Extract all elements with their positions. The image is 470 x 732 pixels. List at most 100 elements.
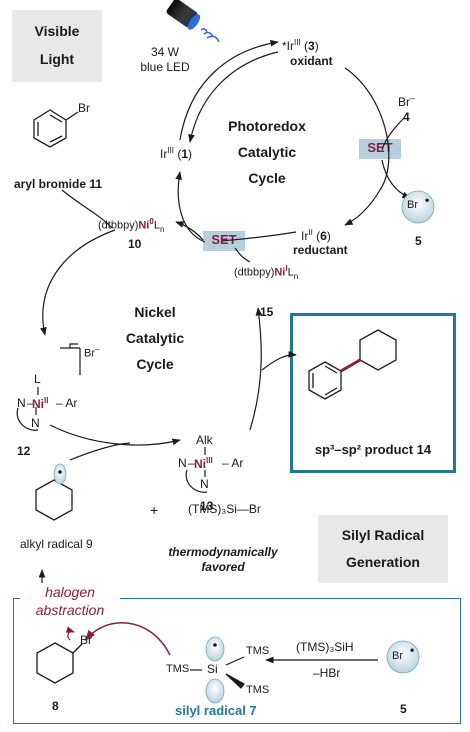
tms-si-br: (TMS)₃Si—Br — [188, 502, 261, 516]
aryl-in-arrow — [61, 189, 113, 229]
silyl-generation-label-2: Generation — [346, 554, 420, 570]
ni12-br: Br– — [84, 345, 100, 360]
ni13-ar: – Ar — [222, 456, 244, 470]
product-label: sp³–sp² product 14 — [314, 442, 432, 457]
br-radical-bottom-dot: • — [410, 643, 415, 657]
ni12-N-bottom: N — [31, 416, 40, 430]
ir1-label: IrIII (1) — [160, 146, 193, 161]
photoredox-1: Photoredox — [228, 118, 306, 134]
relaxation-arrow — [188, 51, 279, 143]
br-radical-bottom-num: 5 — [400, 702, 407, 716]
blue-led-icon — [166, 0, 220, 43]
ni0-num: 10 — [128, 237, 142, 251]
silyl-tms-right: TMS — [246, 684, 270, 696]
visible-light-label-1: Visible — [34, 23, 80, 39]
ni13-structure — [185, 447, 208, 493]
visible-light-label-2: Light — [39, 51, 75, 67]
nickel-2: Catalytic — [125, 330, 185, 346]
silyl-tms-top: TMS — [246, 645, 270, 657]
aryl-br: Br — [78, 101, 90, 115]
silyl-si: Si — [207, 662, 218, 676]
aryl-bromide-label: aryl bromide 11 — [14, 177, 103, 191]
ni-cycle-arc-right — [249, 307, 263, 431]
set-label-bottom: SET — [211, 232, 237, 247]
ni12-structure — [16, 343, 81, 431]
cycle-arc-bottom — [221, 231, 297, 242]
silyl-generation-box — [318, 515, 448, 583]
set-box-top — [359, 139, 401, 159]
bromine-radical-orb-bottom — [386, 640, 420, 674]
photoredox-2: Catalytic — [237, 144, 297, 160]
silyl-radical-structure — [190, 636, 245, 704]
halogen-label-bg — [20, 583, 120, 621]
ni13-metal: NiIII — [194, 456, 213, 471]
ni0-out-arrow — [175, 221, 204, 241]
br-radical-bottom: Br — [392, 650, 403, 662]
thermo-1: thermodynamically — [168, 545, 278, 559]
ni-cycle-arc-left — [40, 229, 116, 336]
silyl-panel — [13, 598, 461, 724]
cyclohexyl-bromide-structure — [36, 642, 83, 684]
ni1-in-arrow — [234, 247, 251, 263]
set-label-top: SET — [367, 140, 393, 155]
ni0-label: (dtbbpy)Ni0Ln — [98, 217, 165, 234]
reductant-label: reductant — [293, 243, 348, 257]
bromide-anion: Br– — [398, 93, 416, 109]
br8-num: 8 — [52, 699, 59, 713]
cycle-arc-right — [344, 67, 390, 226]
product-box — [290, 313, 456, 473]
br-electron-arrow — [65, 626, 75, 641]
led-color: blue LED — [140, 60, 190, 74]
ir3-label: *IrIII (3) — [282, 38, 319, 53]
ni13-dash-left: – — [188, 456, 195, 470]
tms3sih-label: (TMS)₃SiH — [296, 640, 354, 654]
thermo-2: favored — [201, 560, 245, 574]
ni12-metal: NiII — [32, 396, 49, 411]
br-radical-top: Br — [407, 199, 418, 211]
ni12-ar: – Ar — [56, 396, 78, 410]
br8-br: Br — [80, 633, 92, 647]
halogen-2: abstraction — [35, 602, 105, 618]
silyl-tms-left: TMS — [166, 663, 190, 675]
oxidant-label: oxidant — [290, 54, 333, 68]
nickel-1: Nickel — [134, 304, 176, 320]
alkyl-radical-dot — [58, 470, 62, 474]
ni-cycle-arc-bottom — [49, 424, 181, 446]
product-structure — [308, 329, 397, 400]
bromine-radical-orb — [401, 190, 435, 224]
ni12-N-left: N — [17, 396, 26, 410]
br-radical-top-num: 5 — [415, 234, 422, 248]
silyl-radical-dot — [213, 643, 217, 647]
bromide-in-arrow — [381, 117, 405, 151]
ni12-dash-left: – — [27, 396, 34, 410]
hbr-label: –HBr — [313, 666, 341, 680]
plus-sign: + — [150, 502, 159, 518]
halogen-abstraction-arrow — [85, 622, 171, 656]
alkyl-radical-structure — [35, 463, 73, 521]
ni13-N-left: N — [178, 456, 187, 470]
ni1-label: (dtbbpy)NiILn — [234, 264, 299, 281]
ni12-L: L — [34, 372, 41, 386]
nickel-3: Cycle — [136, 356, 174, 372]
ni1-num: 15 — [260, 305, 274, 319]
photoredox-3: Cycle — [248, 170, 286, 186]
bromide-anion-num: 4 — [403, 110, 410, 124]
alkyl-in-arrow — [69, 442, 131, 461]
visible-light-box — [12, 10, 102, 82]
ir6-label: IrII (6) — [301, 228, 331, 243]
ni13-N-bottom: N — [200, 477, 209, 491]
cycle-arc-left — [175, 171, 206, 243]
ni12-num: 12 — [17, 444, 31, 458]
ni13-alk: Alk — [196, 433, 213, 447]
halogen-1: halogen — [45, 584, 95, 600]
silyl-generation-label-1: Silyl Radical — [341, 527, 425, 543]
alkyl-radical-label: alkyl radical 9 — [20, 537, 93, 551]
bromine-out-arrow — [381, 159, 411, 199]
silyl-radical-label: silyl radical 7 — [175, 703, 257, 718]
excitation-arrow — [179, 39, 279, 141]
ni13-num: 13 — [200, 499, 214, 513]
led-power: 34 W — [150, 45, 179, 59]
product-out-arrow — [261, 350, 297, 371]
br-radical-top-dot: • — [425, 193, 430, 207]
